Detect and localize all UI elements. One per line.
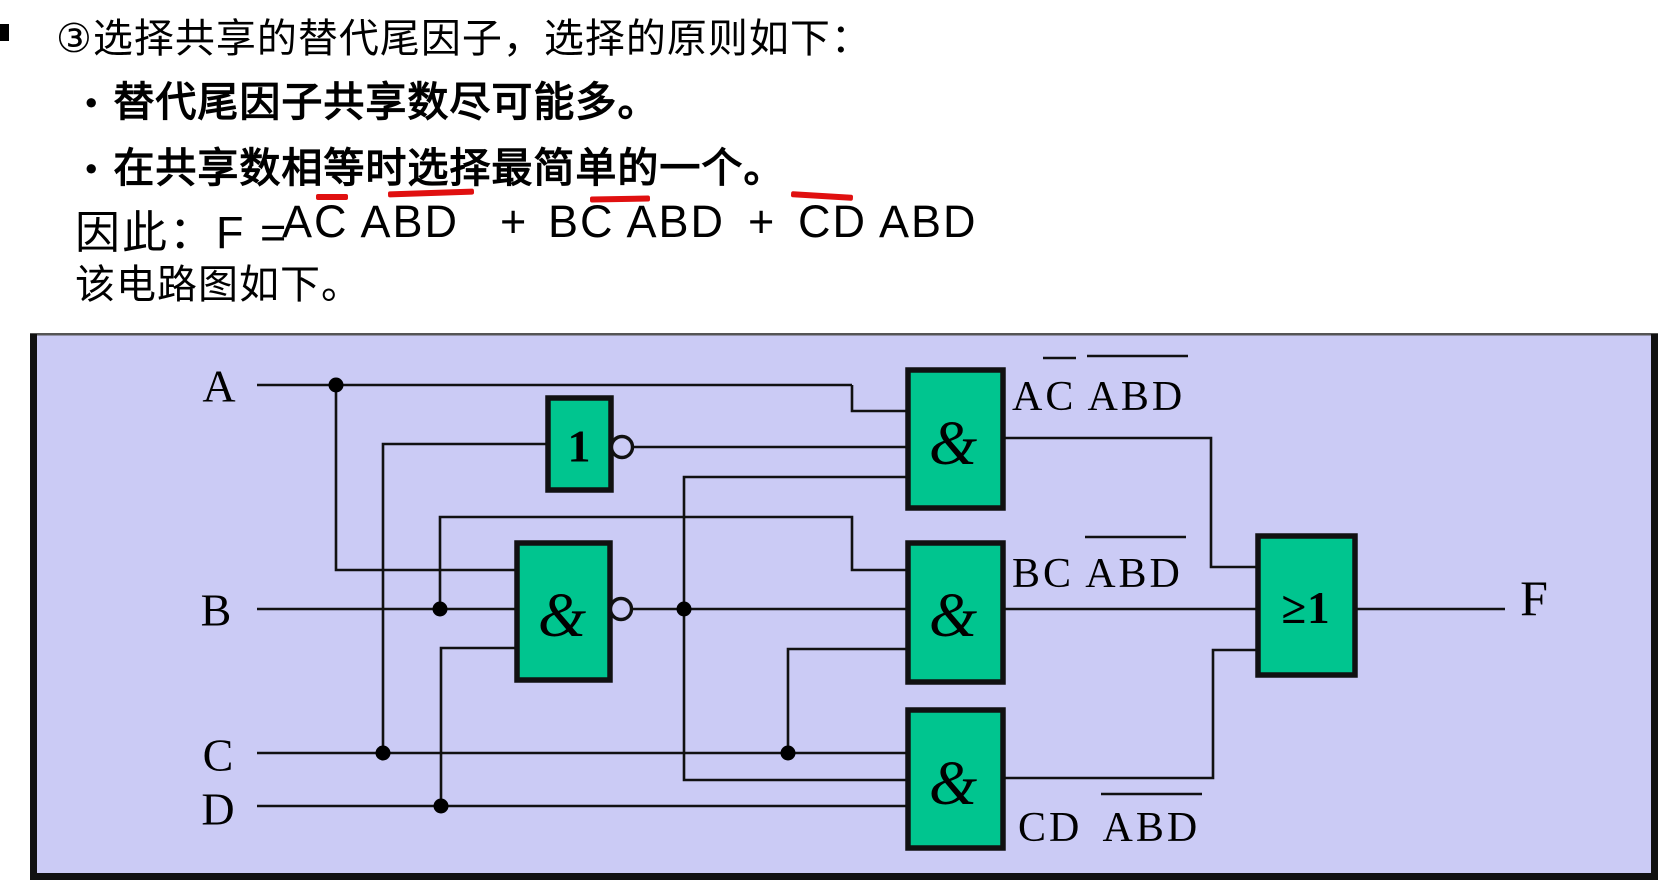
input-label-d: D: [201, 784, 234, 835]
wire-and3-to-or: [1003, 648, 1258, 780]
red-overbar-c: [316, 194, 348, 200]
label-and1-term: AC ABD: [1012, 374, 1185, 420]
bullet-icon: •: [85, 149, 98, 187]
wire-b-to-and2: [438, 515, 908, 609]
and1-gate-box: [905, 367, 1006, 511]
wire-and1-to-or: [1003, 436, 1258, 569]
heading-line: ③选择共享的替代尾因子，选择的原则如下：: [56, 17, 872, 61]
and3-gate-symbol: &: [929, 750, 977, 818]
label-and3-term: CD ABD: [1018, 805, 1200, 851]
and1-gate-symbol: &: [929, 410, 977, 478]
panel-border-top: [30, 333, 1658, 336]
circuit-panel: [30, 334, 1658, 880]
formula-plus-1: +: [500, 196, 529, 247]
formula-term-1: AC ABD: [282, 196, 460, 247]
wire-c-to-not: [381, 442, 548, 753]
output-label-f: F: [1520, 570, 1548, 626]
label-and2-term: BC ABD: [1012, 551, 1183, 597]
input-label-c: C: [203, 730, 234, 781]
not-gate-box: [545, 395, 614, 493]
panel-border-left: [30, 334, 37, 880]
nand-gate-symbol: &: [538, 582, 586, 650]
formula-term-3: CD ABD: [798, 196, 978, 247]
wire-c-to-and2: [786, 647, 908, 753]
formula-term-2: BC ABD: [548, 196, 726, 247]
panel-border-bottom: [30, 873, 1658, 880]
nand-bubble-icon: [608, 596, 634, 622]
or-gate-box: [1255, 533, 1358, 678]
bullet-text-2: 在共享数相等时选择最简单的一个。: [113, 145, 786, 191]
wire-a-to-and1: [850, 385, 908, 413]
red-overbar-abd2: [589, 195, 651, 203]
not-gate-symbol: 1: [568, 421, 591, 472]
wire-nandout-to-and3: [682, 609, 908, 782]
and2-gate-box: [905, 540, 1006, 685]
scan-edge-artifact: [0, 24, 9, 41]
or-gate-symbol: ≥1: [1281, 583, 1330, 633]
bullet-icon: •: [85, 83, 98, 121]
and2-gate-symbol: &: [929, 582, 977, 650]
formula-plus-2: +: [748, 196, 777, 247]
and3-gate-box: [905, 707, 1006, 851]
bullet-text-1: 替代尾因子共享数尽可能多。: [113, 79, 660, 125]
bullet-item-2: • 在共享数相等时选择最简单的一个。: [84, 134, 785, 194]
panel-border-right: [1651, 334, 1658, 880]
bullet-item-1: • 替代尾因子共享数尽可能多。: [84, 68, 659, 128]
input-label-a: A: [202, 361, 235, 412]
formula-prefix: 因此：F =: [75, 207, 289, 258]
junction-dots: [328, 377, 796, 814]
not-bubble-icon: [609, 434, 635, 460]
wire-nandout-to-and1: [682, 475, 908, 609]
logic-circuit-diagram: 1 & & & & ≥1 A B C D F AC ABD BC ABD CD …: [30, 333, 1658, 880]
caption-line: 该电路图如下。: [75, 263, 362, 307]
input-label-b: B: [201, 585, 232, 636]
wire-a-to-nand: [334, 385, 517, 572]
wires: [257, 383, 1505, 808]
